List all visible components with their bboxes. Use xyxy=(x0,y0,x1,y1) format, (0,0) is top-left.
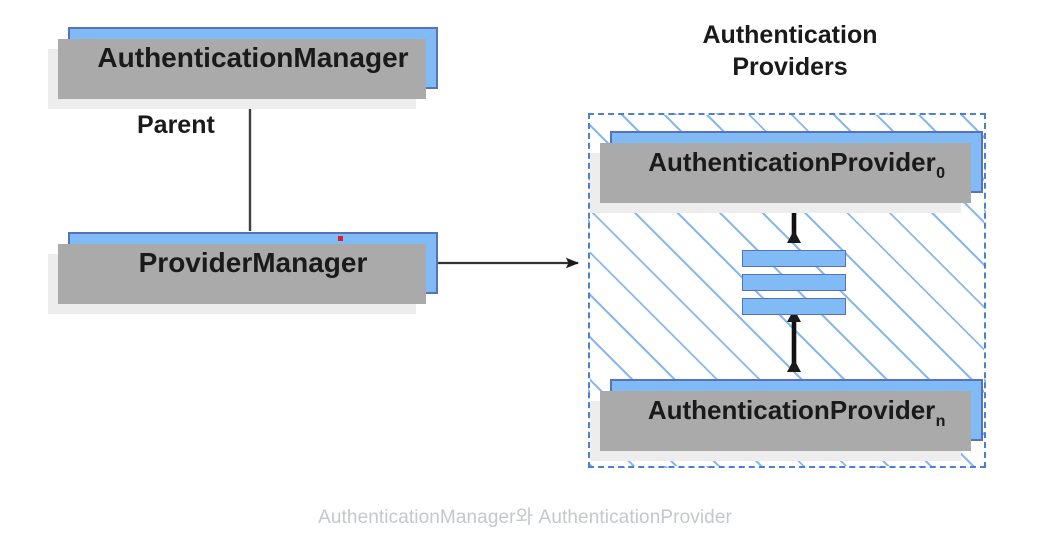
edge-label-parent: Parent xyxy=(137,111,215,139)
node-label-authentication-provider-0: AuthenticationProvider0 xyxy=(648,147,945,181)
red-dot-marker-icon xyxy=(338,236,343,241)
provider-n-index: n xyxy=(935,411,946,430)
node-shadow xyxy=(58,244,426,304)
provider-0-name: AuthenticationProvider xyxy=(648,147,936,177)
node-shadow xyxy=(600,391,971,451)
node-label-authentication-provider-n: AuthenticationProvidern xyxy=(647,395,946,429)
authentication-providers-title: Authentication Providers xyxy=(702,21,878,81)
stacked-bars-icon-2 xyxy=(742,274,846,291)
stacked-bars-icon-1 xyxy=(742,250,846,267)
node-authentication-provider-n[interactable]: AuthenticationProvidern xyxy=(590,379,983,461)
node-shadow xyxy=(58,39,426,99)
node-label-authentication-manager: AuthenticationManager xyxy=(97,42,409,73)
node-provider-manager[interactable]: ProviderManager xyxy=(48,232,438,314)
node-authentication-manager[interactable]: AuthenticationManager xyxy=(48,27,438,109)
stacked-bars-icon-3 xyxy=(742,298,846,315)
provider-n-name: AuthenticationProvider xyxy=(647,395,936,425)
node-label-provider-manager: ProviderManager xyxy=(138,247,368,278)
node-authentication-provider-0[interactable]: AuthenticationProvider0 xyxy=(590,131,983,213)
provider-0-index: 0 xyxy=(936,163,946,182)
figure-caption: AuthenticationManager와 AuthenticationPro… xyxy=(318,507,732,528)
node-shadow xyxy=(600,143,971,203)
